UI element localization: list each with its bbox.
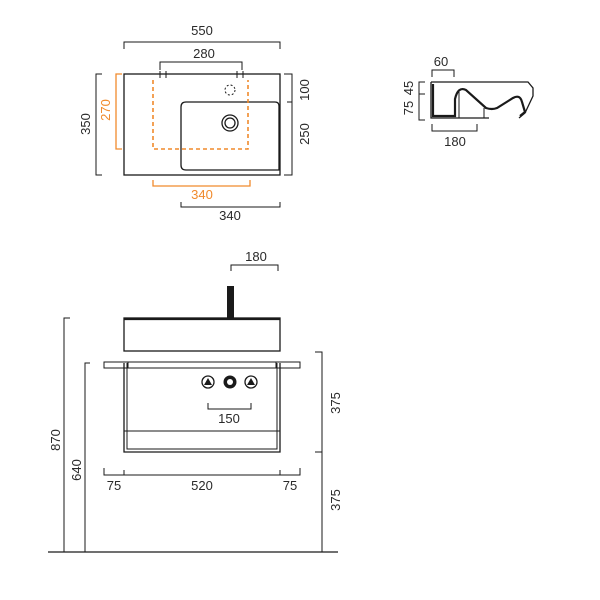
dimension-bottom-widths: 75 520 75 (103, 468, 301, 493)
dimension-rim-60: 60 (431, 54, 455, 77)
dimension-inner-width-280: 280 (159, 46, 243, 70)
dimension-depth-350: 350 (78, 73, 102, 176)
cabinet-hidden-outline (152, 80, 249, 150)
basin-section-outline (430, 81, 534, 119)
valve-center (223, 375, 237, 389)
dim-inner-depth-label: 270 (98, 99, 113, 121)
towel-rail (103, 361, 301, 369)
top-view: 550 280 350 270 (78, 23, 312, 223)
valve-right-icon (244, 375, 258, 389)
cabinet-frame (123, 363, 281, 453)
dimension-tap-offset-180: 180 (230, 249, 279, 271)
dim-rim-label: 60 (434, 54, 448, 69)
dim-bottom-height-label: 75 (401, 101, 416, 115)
dimension-right-offsets: 100 250 (284, 73, 312, 176)
dimension-side-heights: 45 75 (401, 81, 425, 121)
drain-outer-icon (221, 114, 239, 132)
dim-base-width-label: 180 (444, 134, 466, 149)
dim-frame-width-label: 520 (191, 478, 213, 493)
dim-bowl-width-label: 340 (219, 208, 241, 223)
bowl-outline (180, 101, 280, 171)
dimension-cabinet-width-340: 340 (152, 180, 251, 202)
dimension-right-heights: 375 375 (315, 351, 343, 552)
dim-inner-width-label: 280 (193, 46, 215, 61)
dim-width-label: 550 (191, 23, 213, 38)
drain-inner-icon (224, 117, 236, 129)
dim-valve-spacing-label: 150 (218, 411, 240, 426)
dim-tap-offset-label: 180 (245, 249, 267, 264)
faucet-icon (227, 286, 234, 318)
front-view: 180 150 (48, 249, 343, 553)
dim-left-margin-label: 75 (107, 478, 121, 493)
valve-left (201, 375, 215, 389)
dimension-total-height-870: 870 (48, 317, 70, 552)
dim-depth-label: 350 (78, 113, 93, 135)
dim-top-height-label: 45 (401, 81, 416, 95)
dim-upper-height-label: 375 (328, 392, 343, 414)
dimension-width-550: 550 (123, 23, 281, 49)
dim-bowl-depth-label: 250 (297, 123, 312, 145)
dim-total-height-label: 870 (48, 429, 63, 451)
valve-right (244, 375, 258, 389)
valve-left-icon (201, 375, 215, 389)
dimension-cabinet-height-640: 640 (69, 362, 90, 552)
dim-offset-top-label: 100 (297, 79, 312, 101)
side-section-view: 60 45 75 180 (401, 54, 534, 149)
dimension-inner-depth-270: 270 (98, 73, 122, 150)
dimension-bowl-width-340: 340 (180, 202, 281, 223)
basin-section-detail (458, 92, 485, 118)
dimension-base-180: 180 (431, 124, 478, 149)
dimension-valve-spacing-150: 150 (207, 403, 252, 426)
basin-front-outline (123, 317, 281, 352)
rail-separators (127, 362, 277, 368)
dim-right-margin-label: 75 (283, 478, 297, 493)
dim-cabinet-width-label: 340 (191, 187, 213, 202)
overflow-hole-icon (224, 84, 236, 96)
dim-lower-height-label: 375 (328, 489, 343, 511)
basin-section-wall (431, 84, 527, 118)
dim-cabinet-height-label: 640 (69, 459, 84, 481)
countertop-outline (123, 73, 281, 176)
cabinet-top-ticks (159, 71, 244, 78)
cabinet-frame-inner (126, 363, 278, 450)
